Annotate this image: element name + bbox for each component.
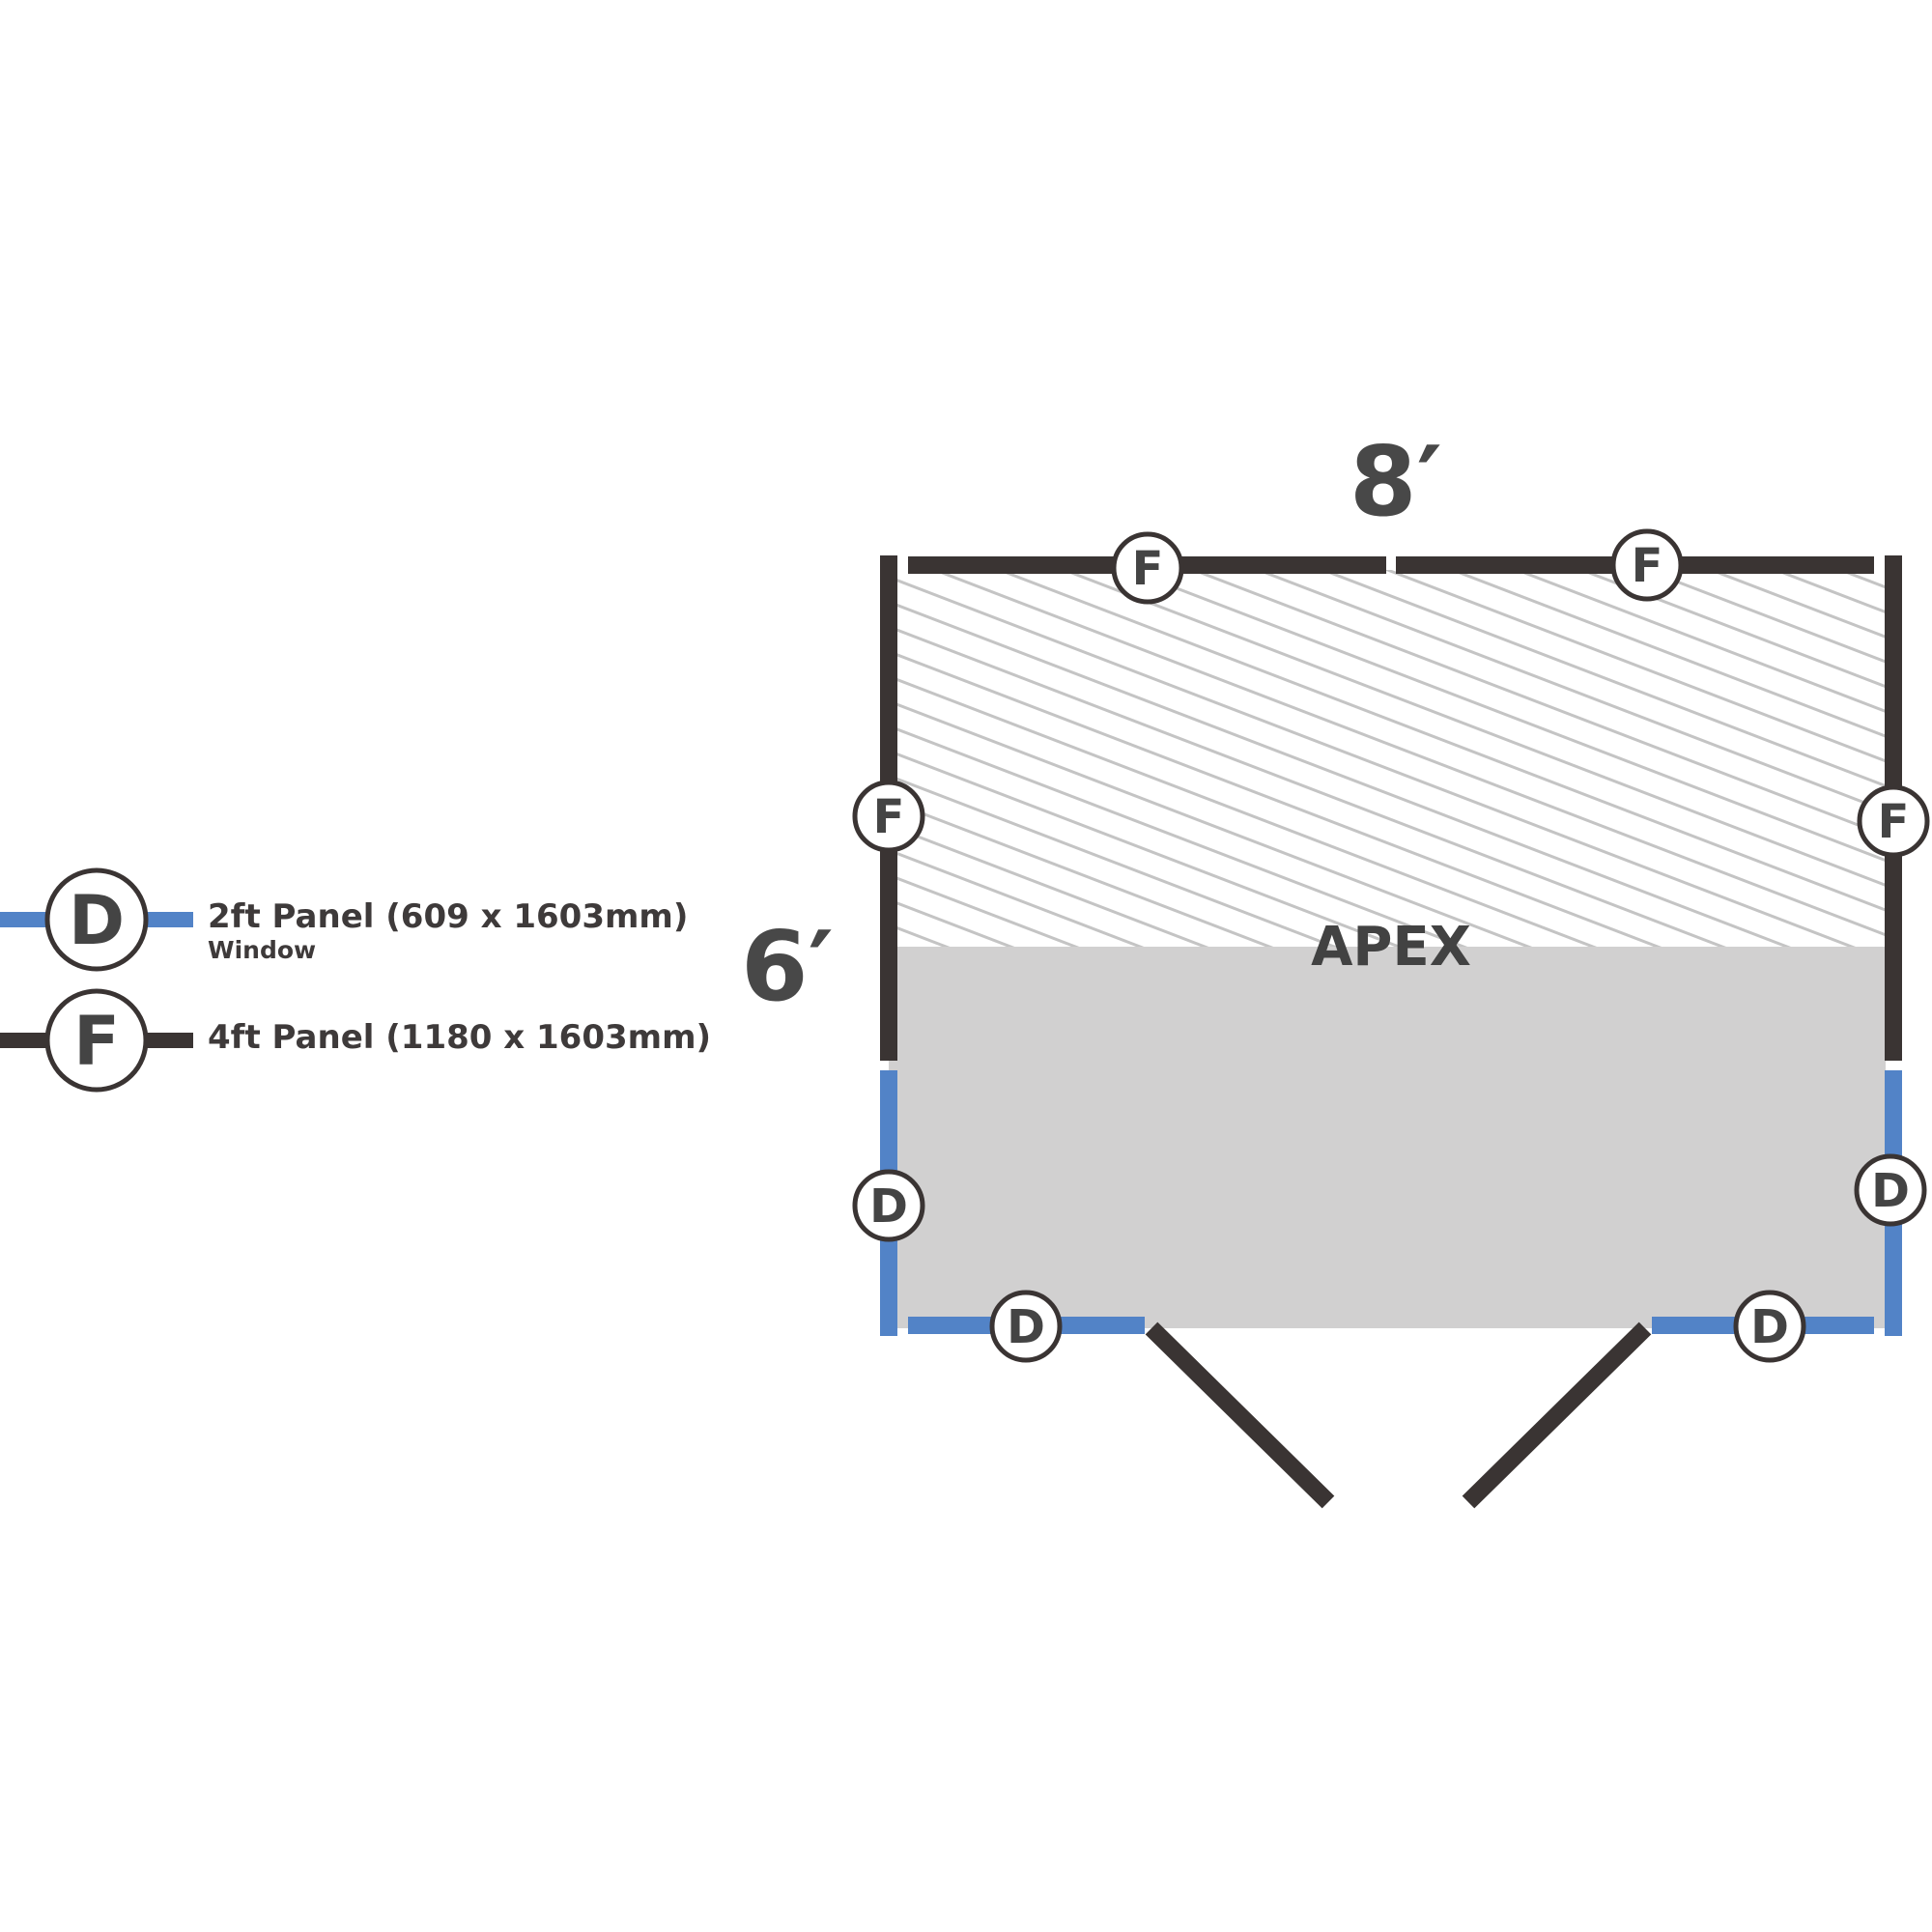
panel-marker-front-right: D bbox=[1733, 1290, 1806, 1363]
panel-marker-right-upper: F bbox=[1857, 784, 1930, 858]
legend-d-subtitle: Window bbox=[208, 936, 316, 964]
panel-marker-letter: D bbox=[1007, 1300, 1045, 1354]
panel-marker-letter: D bbox=[869, 1179, 908, 1234]
legend-item-d-panel: D 2ft Panel (609 x 1603mm) Window bbox=[0, 867, 688, 972]
apex-label: APEX bbox=[1311, 916, 1471, 979]
door-left-leaf bbox=[1145, 1321, 1335, 1509]
panel-marker-letter: F bbox=[1632, 539, 1663, 593]
panel-marker-right-lower: D bbox=[1854, 1153, 1927, 1227]
panel-marker-left-lower: D bbox=[852, 1169, 925, 1242]
legend-d-letter: D bbox=[69, 881, 125, 960]
legend-f-badge bbox=[44, 988, 149, 1093]
legend-item-f-panel: F 4ft Panel (1180 x 1603mm) bbox=[0, 988, 711, 1093]
legend-d-badge bbox=[44, 867, 149, 972]
panel-marker-letter: D bbox=[1871, 1164, 1910, 1218]
door-right-leaf bbox=[1462, 1321, 1652, 1509]
legend-f-letter: F bbox=[73, 1002, 120, 1081]
legend: D 2ft Panel (609 x 1603mm) Window F 4ft … bbox=[0, 867, 711, 1093]
floor-area bbox=[889, 947, 1886, 1328]
panel-marker-back-right: F bbox=[1610, 528, 1684, 602]
panel-marker-letter: F bbox=[1878, 795, 1910, 849]
panel-marker-letter: F bbox=[1132, 542, 1164, 596]
apex-hatched-area bbox=[889, 570, 1886, 947]
panel-marker-front-left: D bbox=[989, 1290, 1063, 1363]
legend-f-title: 4ft Panel (1180 x 1603mm) bbox=[208, 1018, 711, 1057]
width-dimension-label: 8′ bbox=[1350, 425, 1442, 538]
panel-marker-left-upper: F bbox=[852, 780, 925, 853]
depth-dimension-label: 6′ bbox=[741, 910, 834, 1023]
panel-marker-letter: D bbox=[1750, 1300, 1789, 1354]
panel-marker-letter: F bbox=[873, 790, 905, 844]
legend-d-title: 2ft Panel (609 x 1603mm) bbox=[208, 897, 688, 936]
panel-marker-back-left: F bbox=[1111, 531, 1184, 605]
